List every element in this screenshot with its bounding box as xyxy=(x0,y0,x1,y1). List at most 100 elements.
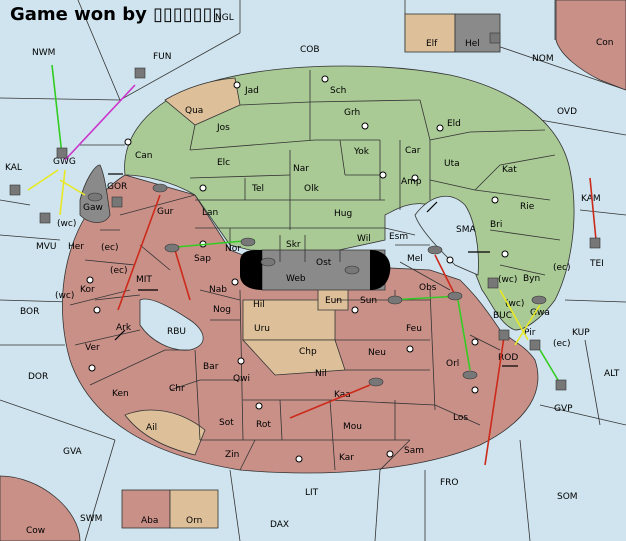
province-con[interactable] xyxy=(555,0,626,91)
label-eun: Eun xyxy=(325,296,342,306)
label-cow: Cow xyxy=(26,526,45,536)
province-elf[interactable] xyxy=(404,13,456,53)
label-mvu: MVU xyxy=(36,242,57,252)
label-sot: Sot xyxy=(219,418,234,428)
label-pir: Pir xyxy=(524,328,536,338)
army-icon xyxy=(368,377,384,387)
label-ail: Ail xyxy=(146,423,157,433)
label-bri: Bri xyxy=(490,220,502,230)
province-aba[interactable] xyxy=(121,489,171,529)
units xyxy=(9,32,601,391)
label-dor: DOR xyxy=(28,372,48,382)
fleet-icon xyxy=(134,67,146,79)
label-gaw: Gaw xyxy=(83,203,103,213)
label-sun: Sun xyxy=(360,296,377,306)
label-hel: Hel xyxy=(465,39,480,49)
label-nog: Nog xyxy=(213,305,231,315)
label-ken: Ken xyxy=(112,389,129,399)
label-bar: Bar xyxy=(203,362,219,372)
label-qwi: Qwi xyxy=(233,374,250,384)
label-chp: Chp xyxy=(299,347,317,357)
label-lit: LIT xyxy=(305,488,319,498)
label-sch: Sch xyxy=(330,86,346,96)
label-amp: Amp xyxy=(401,177,422,187)
label-rod: ROD xyxy=(498,353,518,363)
army-icon xyxy=(531,295,547,305)
label-gwg: GWG xyxy=(53,157,76,167)
label-ark: Ark xyxy=(116,323,132,333)
fleet-icon xyxy=(489,32,501,44)
green-territory[interactable] xyxy=(124,65,575,331)
label-orl: Orl xyxy=(446,359,459,369)
label-gvp: GVP xyxy=(554,404,573,414)
fleet-icon xyxy=(529,339,541,351)
sea-sma[interactable] xyxy=(414,196,479,276)
label-alt: ALT xyxy=(604,369,620,379)
label-rot: Rot xyxy=(256,420,271,430)
label-ec2: (ec) xyxy=(553,263,571,273)
province-orn[interactable] xyxy=(169,489,219,529)
fleet-icon xyxy=(56,147,68,159)
label-ost: Ost xyxy=(316,258,332,268)
convoy-double-arrows xyxy=(108,173,518,367)
label-gwa: Gwa xyxy=(530,308,550,318)
label-web: Web xyxy=(286,274,306,284)
label-swm: SWM xyxy=(80,514,102,524)
army-icon xyxy=(447,291,463,301)
label-kat: Kat xyxy=(502,165,517,175)
label-sap: Sap xyxy=(194,254,211,264)
province-ail[interactable] xyxy=(124,409,206,456)
province-borders xyxy=(69,70,561,471)
label-nil: Nil xyxy=(315,369,327,379)
label-dax: DAX xyxy=(270,520,289,530)
label-wil: Wil xyxy=(357,234,371,244)
label-con: Con xyxy=(596,38,614,48)
label-kup: KUP xyxy=(572,328,590,338)
province-skr-ost-web[interactable] xyxy=(261,249,386,291)
label-ec3: (ec) xyxy=(110,266,128,276)
label-jad: Jad xyxy=(244,86,259,96)
label-som: SOM xyxy=(557,492,578,502)
label-elc: Elc xyxy=(217,158,230,168)
fleet-icon xyxy=(589,237,601,249)
label-ngl: NGL xyxy=(215,13,234,23)
label-nab: Nab xyxy=(209,285,227,295)
label-olk: Olk xyxy=(304,184,320,194)
sea-rbu[interactable] xyxy=(139,298,204,351)
label-byn: Byn xyxy=(523,274,540,284)
fleet-icon xyxy=(111,196,123,208)
army-icon xyxy=(427,245,443,255)
label-orn: Orn xyxy=(186,516,202,526)
label-ec4: (ec) xyxy=(553,339,571,349)
label-wc4: (wc) xyxy=(505,299,524,309)
label-uta: Uta xyxy=(444,159,460,169)
fleet-icon xyxy=(39,212,51,224)
label-uru: Uru xyxy=(254,324,270,334)
label-her: Her xyxy=(68,242,84,252)
label-gur: Gur xyxy=(157,207,174,217)
province-qua[interactable] xyxy=(164,77,241,126)
label-sma: SMA xyxy=(456,225,476,235)
label-hug: Hug xyxy=(334,209,352,219)
label-mit: MIT xyxy=(136,275,152,285)
label-kar: Kar xyxy=(339,453,354,463)
label-eld: Eld xyxy=(447,119,461,129)
impassable-east xyxy=(370,250,391,290)
label-buc: BUC xyxy=(493,311,512,321)
label-can: Can xyxy=(135,151,153,161)
label-tei: TEI xyxy=(589,259,604,269)
label-ec1: (ec) xyxy=(101,243,119,253)
label-bor: BOR xyxy=(20,307,39,317)
fleet-icon xyxy=(555,379,567,391)
army-icon xyxy=(87,192,103,202)
army-icon xyxy=(344,265,360,275)
army-icon xyxy=(387,295,403,305)
fleet-icon xyxy=(487,277,499,289)
label-neu: Neu xyxy=(368,348,386,358)
label-grh: Grh xyxy=(344,108,360,118)
army-icon xyxy=(260,257,276,267)
label-kal: KAL xyxy=(5,163,22,173)
